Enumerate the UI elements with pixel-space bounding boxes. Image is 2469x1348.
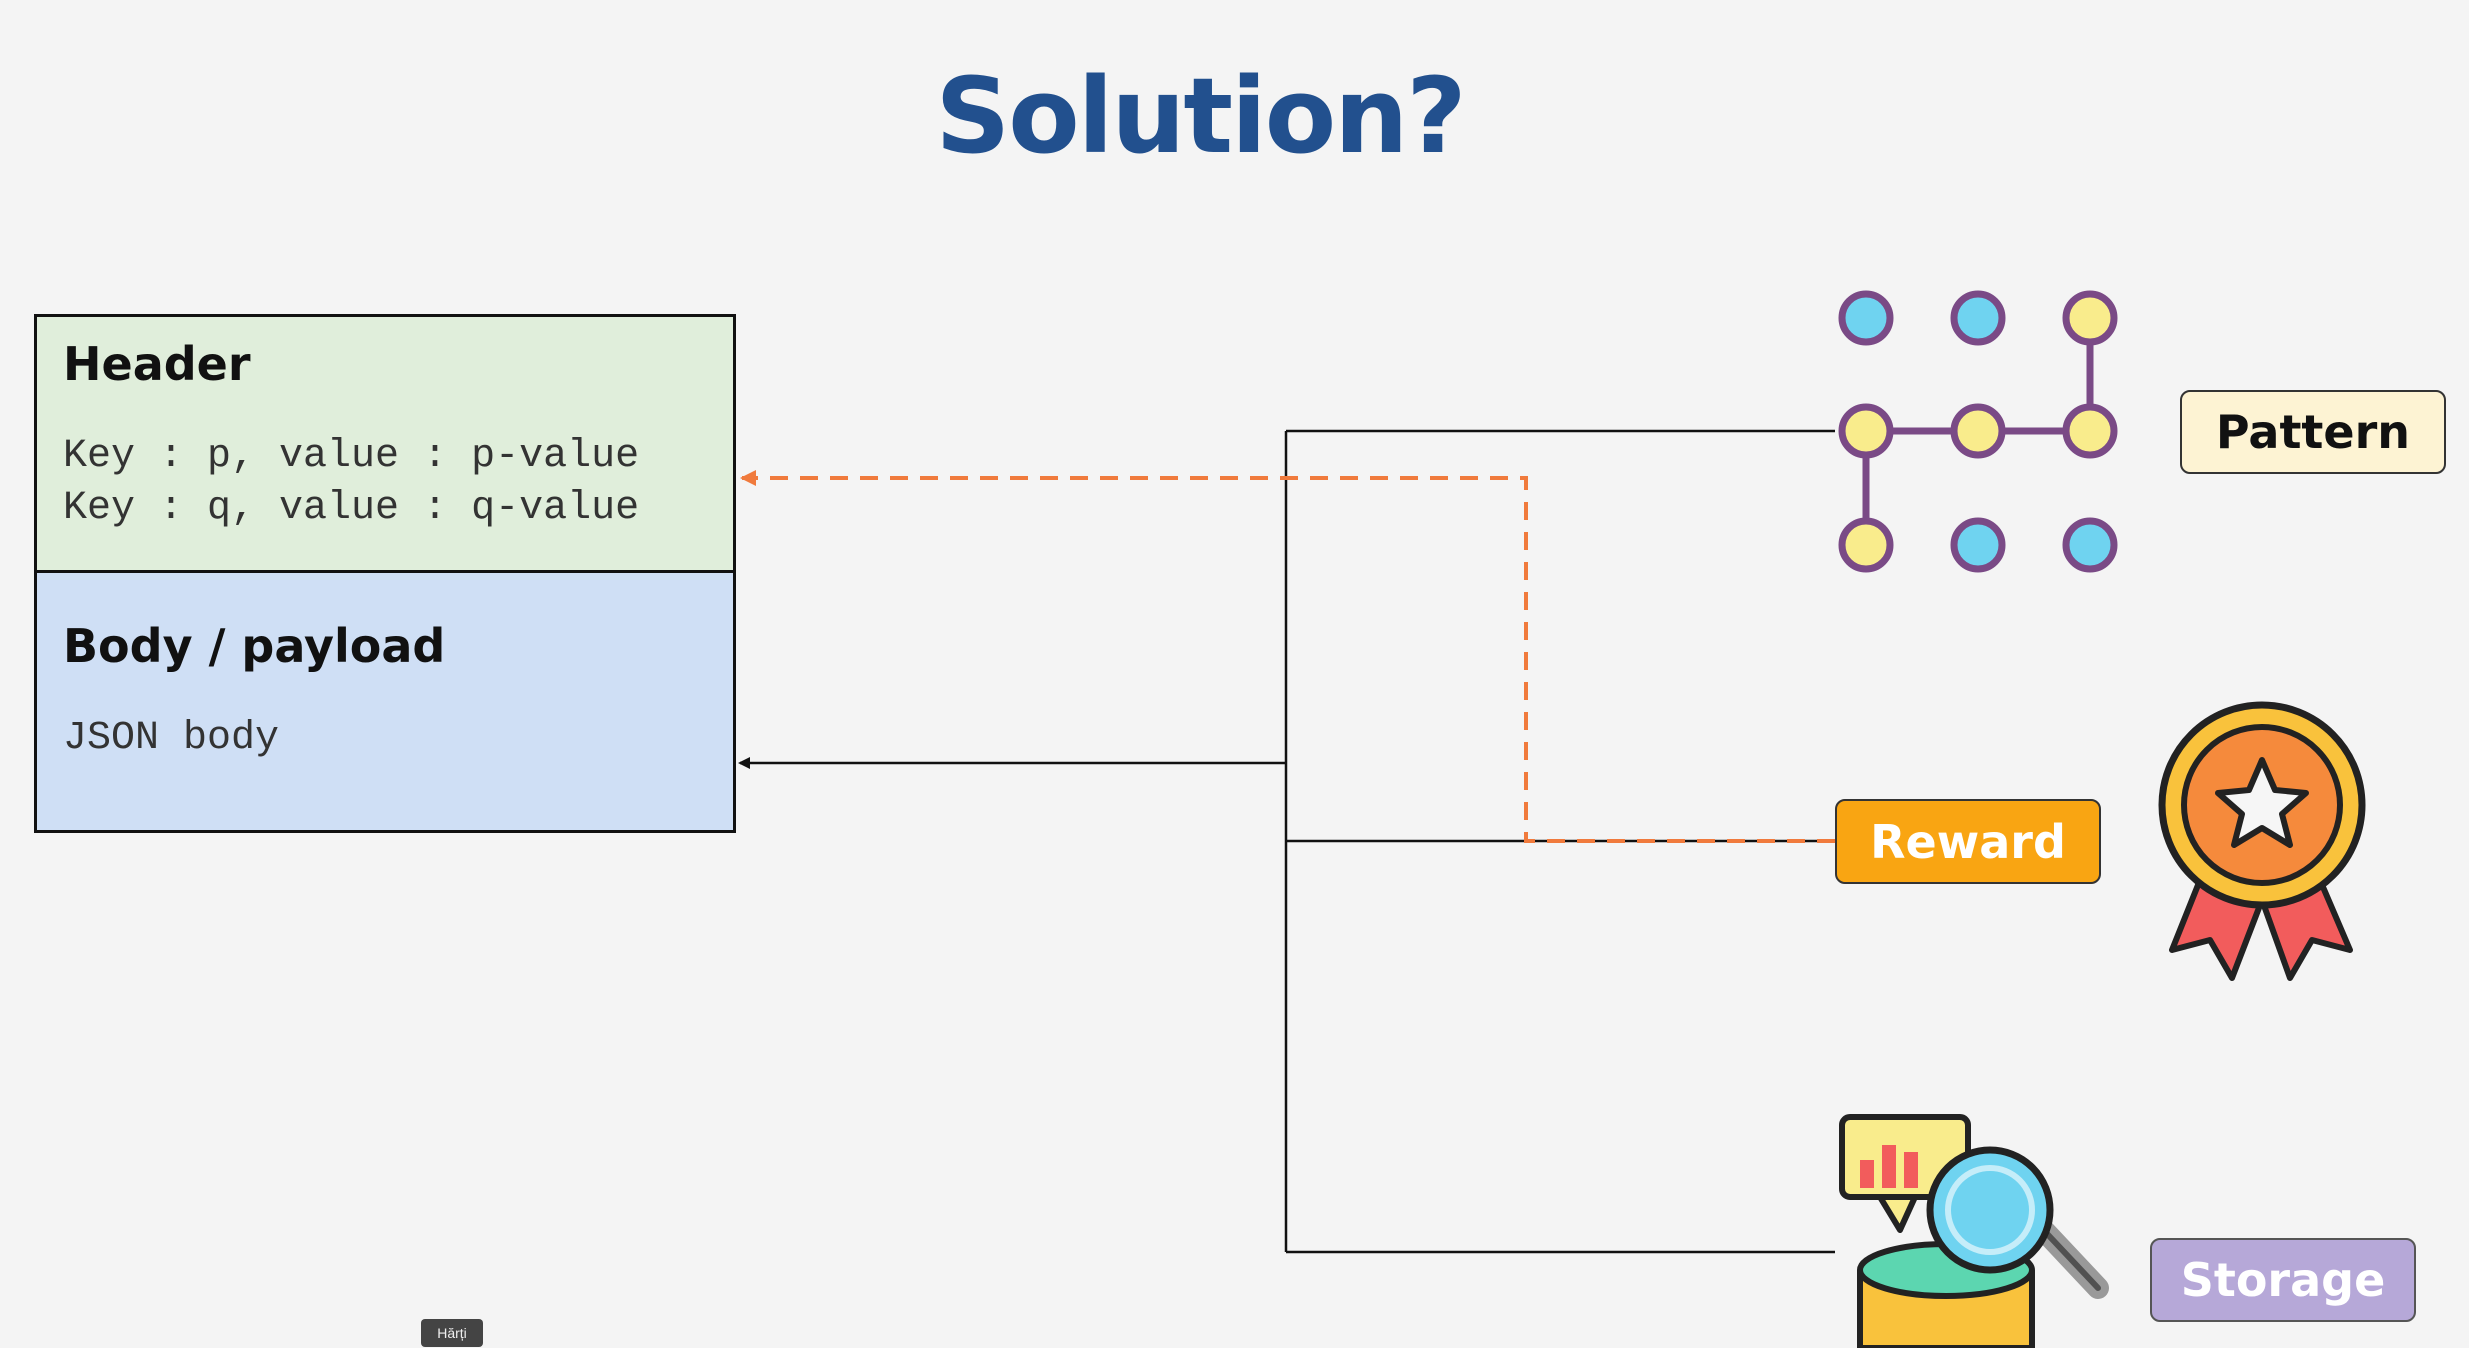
pattern-label: Pattern [2180, 390, 2446, 474]
header-title: Header [63, 337, 251, 391]
data-analysis-icon [1839, 1114, 2109, 1348]
pattern-dots-icon [1838, 290, 2118, 573]
tooltip: Hărți [421, 1319, 483, 1347]
body-section: Body / payload JSON body [37, 573, 733, 830]
reward-label: Reward [1835, 799, 2101, 884]
header-line-q: Key : q, value : q-value [63, 486, 640, 531]
header-line-p: Key : p, value : p-value [63, 434, 640, 479]
body-title: Body / payload [63, 619, 446, 673]
header-section: Header Key : p, value : p-value Key : q,… [37, 317, 733, 573]
body-line: JSON body [63, 716, 280, 761]
header-dashed-arrow [740, 470, 1835, 843]
message-box: Header Key : p, value : p-value Key : q,… [34, 314, 736, 833]
slide-title: Solution? [935, 55, 1466, 177]
award-medal-icon [2158, 701, 2366, 981]
storage-label: Storage [2150, 1238, 2416, 1322]
